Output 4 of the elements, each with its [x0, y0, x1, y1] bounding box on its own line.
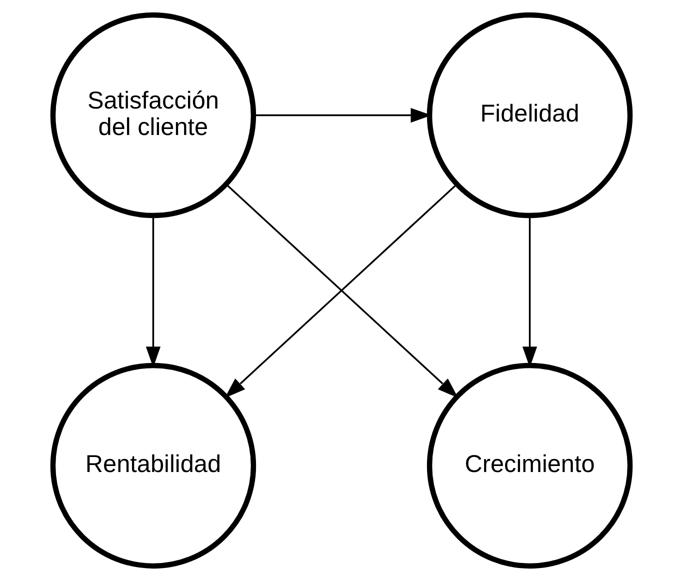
node-circle: Satisfacción del cliente — [50, 12, 256, 218]
node-circle: Crecimiento — [426, 362, 632, 569]
node-circle: Fidelidad — [426, 12, 632, 218]
node-circle: Rentabilidad — [50, 362, 256, 569]
